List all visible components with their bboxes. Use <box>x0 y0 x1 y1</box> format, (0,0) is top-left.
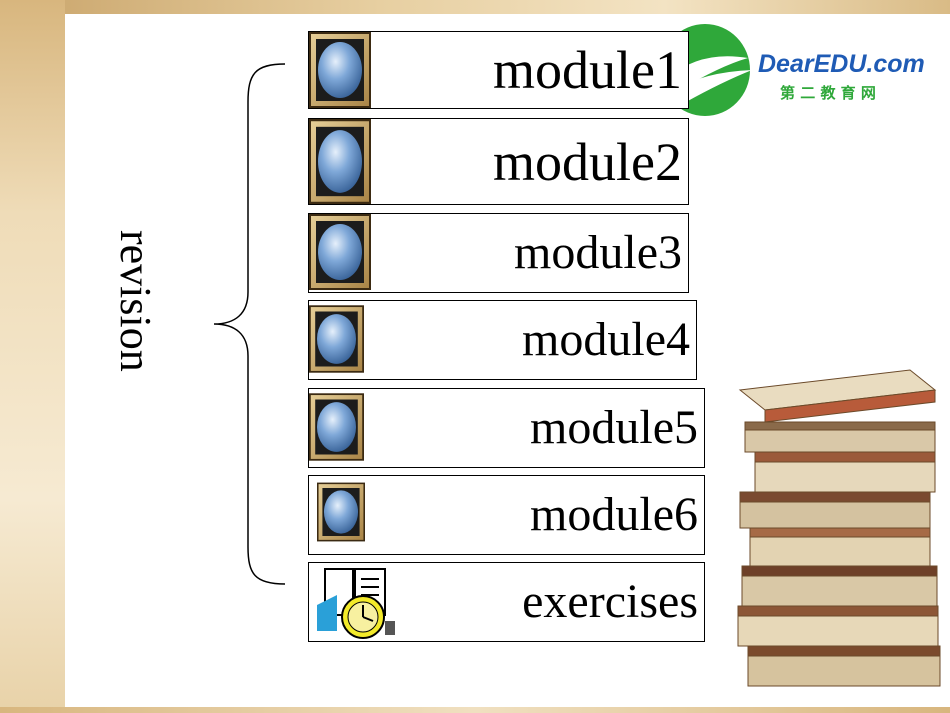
module4-label: module4 <box>522 313 690 366</box>
frame-top <box>0 0 950 14</box>
module1-button[interactable]: module1 <box>308 31 689 109</box>
revision-label: revision <box>111 230 160 372</box>
exercises-label: exercises <box>522 575 698 628</box>
blue-orb-icon <box>309 214 371 290</box>
module1-label: module1 <box>493 40 682 100</box>
blue-orb-icon <box>309 305 364 373</box>
curly-brace <box>213 63 286 585</box>
module5-label: module5 <box>530 401 698 454</box>
module6-button[interactable]: module6 <box>308 475 705 555</box>
module5-button[interactable]: module5 <box>308 388 705 468</box>
module4-button[interactable]: module4 <box>308 300 697 380</box>
module3-label: module3 <box>514 226 682 279</box>
dearedu-logo: DearEDU.com 第 二 教 育 网 <box>660 24 925 116</box>
logo-brand: DearEDU.com <box>758 50 925 78</box>
module2-button[interactable]: module2 <box>308 118 689 205</box>
notebook-clock-icon <box>317 568 395 639</box>
logo-subtitle: 第 二 教 育 网 <box>780 84 876 102</box>
module6-label: module6 <box>530 488 698 541</box>
frame-left <box>0 0 65 713</box>
blue-orb-icon <box>317 482 365 542</box>
frame-bottom <box>0 707 950 713</box>
blue-orb-icon <box>309 119 371 204</box>
module3-button[interactable]: module3 <box>308 213 689 293</box>
exercises-button[interactable]: exercises <box>308 562 705 642</box>
blue-orb-icon <box>309 393 364 461</box>
blue-orb-icon <box>309 32 371 108</box>
stacked-books-image <box>737 369 941 687</box>
module2-label: module2 <box>493 131 682 192</box>
